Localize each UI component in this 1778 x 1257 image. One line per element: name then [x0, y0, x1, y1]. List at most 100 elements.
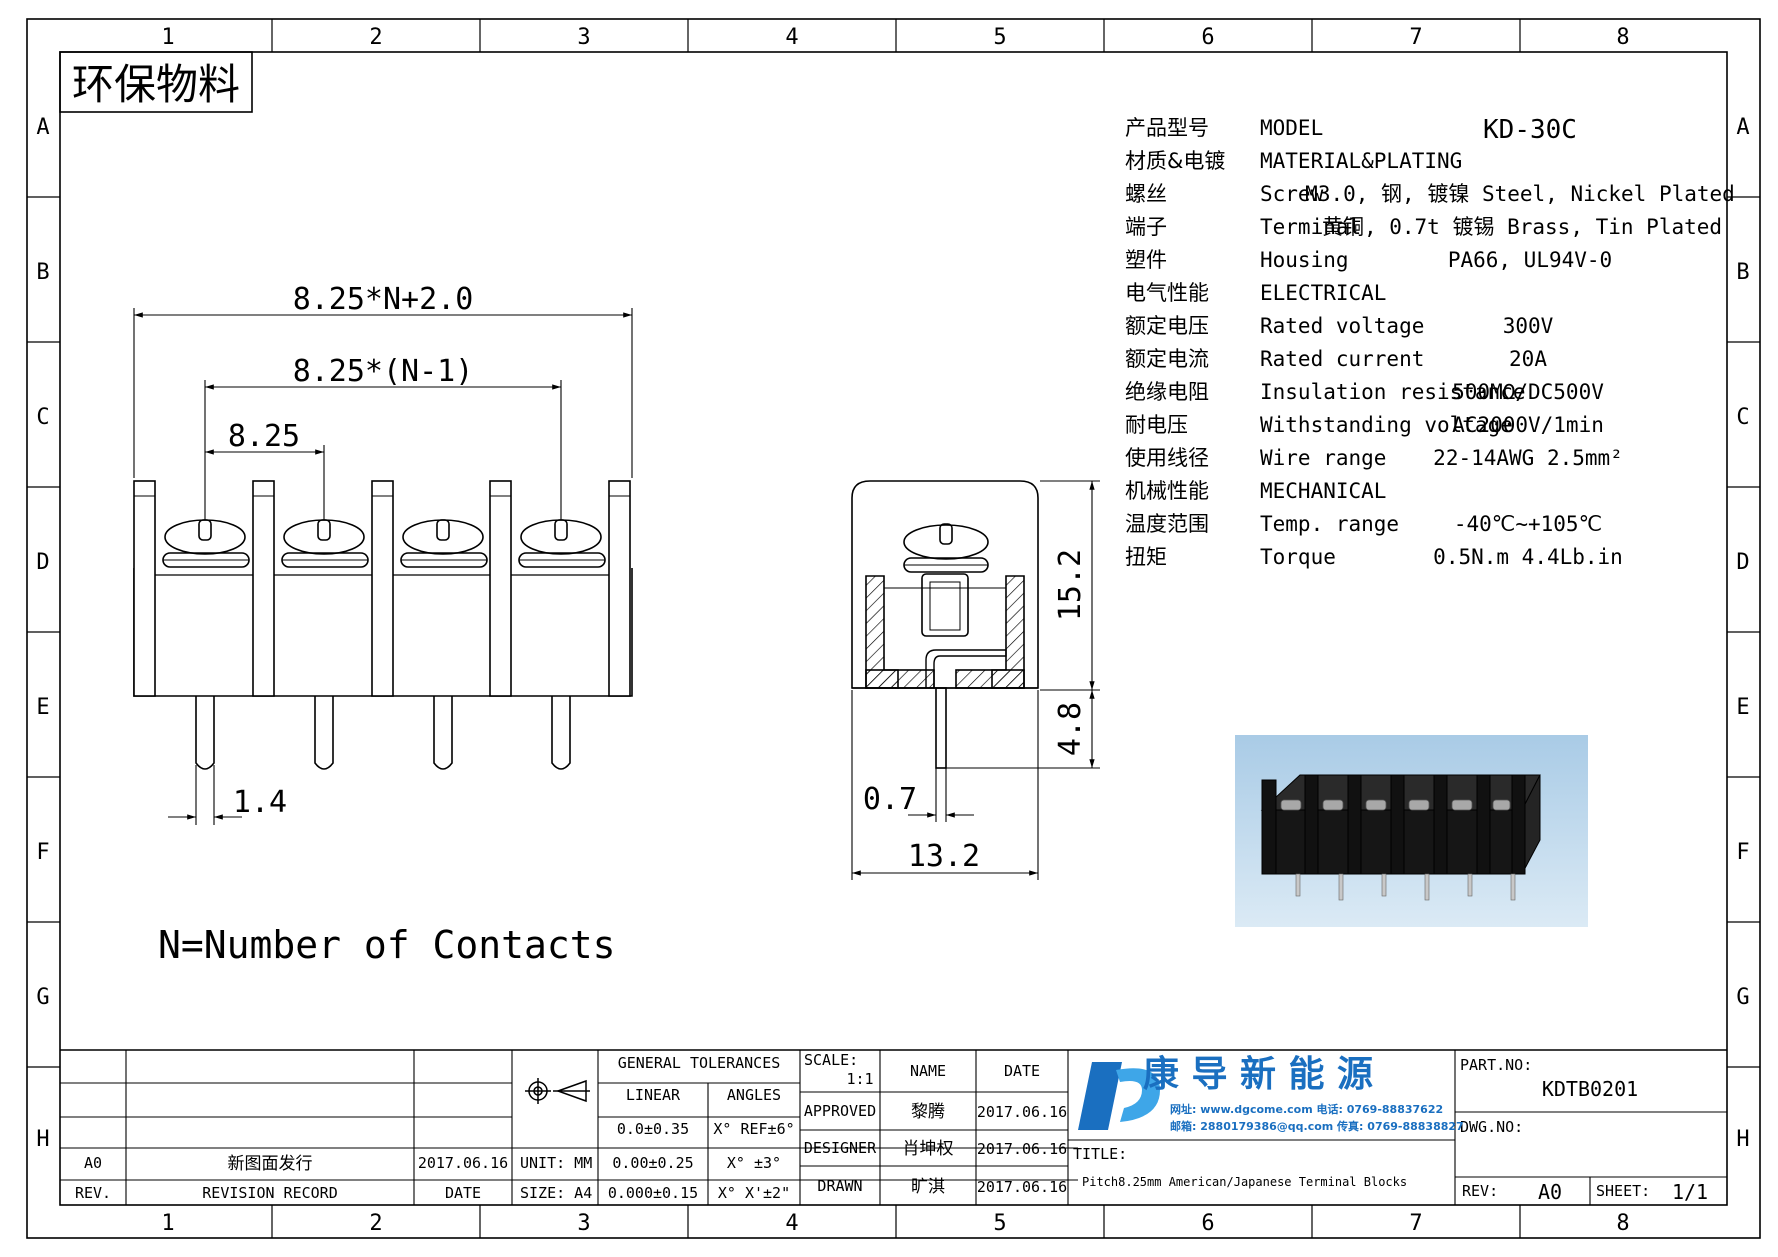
title-block-text: GENERAL TOLERANCES LINEAR ANGLES 0.0±0.3… — [75, 1051, 1708, 1204]
spec-row-wire-range: 使用线径 Wire range 22-14AWG 2.5mm² — [1125, 446, 1623, 470]
spec-row-temp-range: 温度范围 Temp. range -40℃~+105℃ — [1125, 512, 1602, 536]
col-label: 6 — [1201, 1211, 1214, 1236]
spec-label-cn: 电气性能 — [1125, 281, 1209, 305]
size-label: SIZE: A4 — [520, 1184, 592, 1202]
col-label: 2 — [369, 25, 382, 50]
spec-table: 产品型号 MODEL KD-30C 材质&电镀 MATERIAL&PLATING… — [1125, 115, 1735, 569]
spec-row-torque: 扭矩 Torque 0.5N.m 4.4Lb.in — [1125, 545, 1623, 569]
scale-value: 1:1 — [846, 1070, 873, 1088]
side-dimension-labels: 15.2 4.8 0.7 13.2 — [863, 549, 1088, 874]
sheet-frame — [26, 18, 1761, 1239]
row-labels-right: A B C D E F G H — [1736, 115, 1749, 1152]
spec-label-en: Insulation resistance — [1260, 380, 1526, 404]
row-label: D — [36, 550, 49, 575]
col-label: 2 — [369, 1211, 382, 1236]
spec-label-en: Withstanding voltage — [1260, 413, 1513, 437]
title-block — [60, 1049, 1727, 1205]
date-column-header: DATE — [445, 1184, 481, 1202]
col-label: 8 — [1616, 25, 1629, 50]
dim-height: 15.2 — [1053, 549, 1088, 621]
row-label: G — [1736, 985, 1749, 1010]
spec-label-cn: 绝缘电阻 — [1125, 380, 1209, 404]
tol-linear-1: 0.0±0.35 — [617, 1120, 689, 1138]
spec-label-en: Wire range — [1260, 446, 1386, 470]
company-contact-line-2: 邮箱: 2880179386@qq.com 传真: 0769-88838827 — [1170, 1119, 1464, 1133]
row-label: H — [36, 1127, 49, 1152]
row-label: F — [36, 840, 49, 865]
dim-pin: 1.4 — [233, 785, 287, 820]
designer-label: DESIGNER — [804, 1139, 877, 1157]
product-photo — [1235, 735, 1588, 927]
title-value: Pitch8.25mm American/Japanese Terminal B… — [1082, 1175, 1407, 1189]
spec-row-rated-voltage: 额定电压 Rated voltage 300V — [1125, 314, 1554, 338]
col-label: 1 — [161, 25, 174, 50]
spec-label-en: Rated voltage — [1260, 314, 1424, 338]
rev-value: A0 — [1538, 1180, 1562, 1204]
front-dimension-labels: 8.25*N+2.0 8.25*(N-1) 8.25 1.4 — [228, 282, 473, 820]
screw-3 — [400, 519, 488, 568]
col-label: 6 — [1201, 25, 1214, 50]
rev-label: REV: — [1462, 1182, 1498, 1200]
row-labels-left: A B C D E F G H — [36, 115, 49, 1152]
eco-label: 环保物料 — [72, 60, 240, 109]
spec-value: 0.5N.m 4.4Lb.in — [1433, 545, 1623, 569]
screw-1 — [162, 519, 250, 568]
spec-row-electrical: 电气性能 ELECTRICAL — [1125, 281, 1386, 305]
col-label: 1 — [161, 1211, 174, 1236]
sheet-value: 1/1 — [1672, 1180, 1708, 1204]
spec-row-mechanical: 机械性能 MECHANICAL — [1125, 479, 1386, 503]
spec-label-cn: 扭矩 — [1125, 545, 1167, 569]
spec-label-cn: 螺丝 — [1125, 182, 1167, 206]
tol-angle-3: X° X'±2" — [718, 1184, 790, 1202]
revision-record-header: REVISION RECORD — [202, 1184, 337, 1202]
part-no-label: PART.NO: — [1460, 1056, 1532, 1074]
spec-label-en: MATERIAL&PLATING — [1260, 149, 1462, 173]
dim-pin-thickness: 0.7 — [863, 782, 917, 817]
designer-date: 2017.06.16 — [977, 1140, 1067, 1158]
eco-label-box — [59, 51, 253, 113]
spec-value: AC2000V/1min — [1452, 413, 1604, 437]
spec-label-cn: 额定电流 — [1125, 347, 1209, 371]
spec-label-en: Rated current — [1260, 347, 1424, 371]
spec-label-cn: 温度范围 — [1125, 512, 1209, 536]
dim-overall: 8.25*N+2.0 — [293, 282, 474, 317]
scale-label: SCALE: — [804, 1051, 858, 1069]
row-label: E — [1736, 695, 1749, 720]
spec-value: 20A — [1509, 347, 1547, 371]
company-name: 康 导 新 能 源 — [1143, 1053, 1373, 1095]
spec-row-model: 产品型号 MODEL KD-30C — [1125, 115, 1577, 145]
side-dimensions — [851, 480, 1100, 880]
spec-label-en: Torque — [1260, 545, 1336, 569]
row-label: F — [1736, 840, 1749, 865]
col-label: 5 — [993, 1211, 1006, 1236]
col-label: 8 — [1616, 1211, 1629, 1236]
spec-value: KD-30C — [1483, 115, 1577, 145]
spec-value: 22-14AWG 2.5mm² — [1433, 446, 1623, 470]
spec-row-housing: 塑件 Housing PA66, UL94V-0 — [1125, 248, 1612, 272]
screw-4 — [518, 519, 606, 568]
front-dimensions — [133, 308, 633, 825]
spec-label-en: MECHANICAL — [1260, 479, 1386, 503]
approved-label: APPROVED — [804, 1102, 876, 1120]
company-logo-icon — [1078, 1062, 1160, 1130]
row-label: D — [1736, 550, 1749, 575]
col-label: 7 — [1409, 25, 1422, 50]
dim-pitch: 8.25 — [228, 419, 300, 454]
drawn-label: DRAWN — [817, 1177, 862, 1195]
spec-label-en: Housing — [1260, 248, 1349, 272]
column-labels-bottom: 1 2 3 4 5 6 7 8 — [161, 1211, 1629, 1236]
name-header: NAME — [910, 1062, 946, 1080]
row-label: A — [1736, 115, 1749, 140]
rev-header: REV. — [75, 1184, 111, 1202]
date-header: DATE — [1004, 1062, 1040, 1080]
spec-row-withstanding: 耐电压 Withstanding voltage AC2000V/1min — [1125, 413, 1604, 437]
col-label: 4 — [785, 1211, 798, 1236]
contacts-note: N=Number of Contacts — [158, 923, 616, 967]
angles-header: ANGLES — [727, 1086, 781, 1104]
part-no-value: KDTB0201 — [1542, 1077, 1638, 1101]
revision-text: 新图面发行 — [228, 1154, 313, 1174]
spec-label-en: Temp. range — [1260, 512, 1399, 536]
dwg-no-label: DWG.NO: — [1460, 1118, 1523, 1136]
title-label: TITLE: — [1073, 1145, 1127, 1163]
